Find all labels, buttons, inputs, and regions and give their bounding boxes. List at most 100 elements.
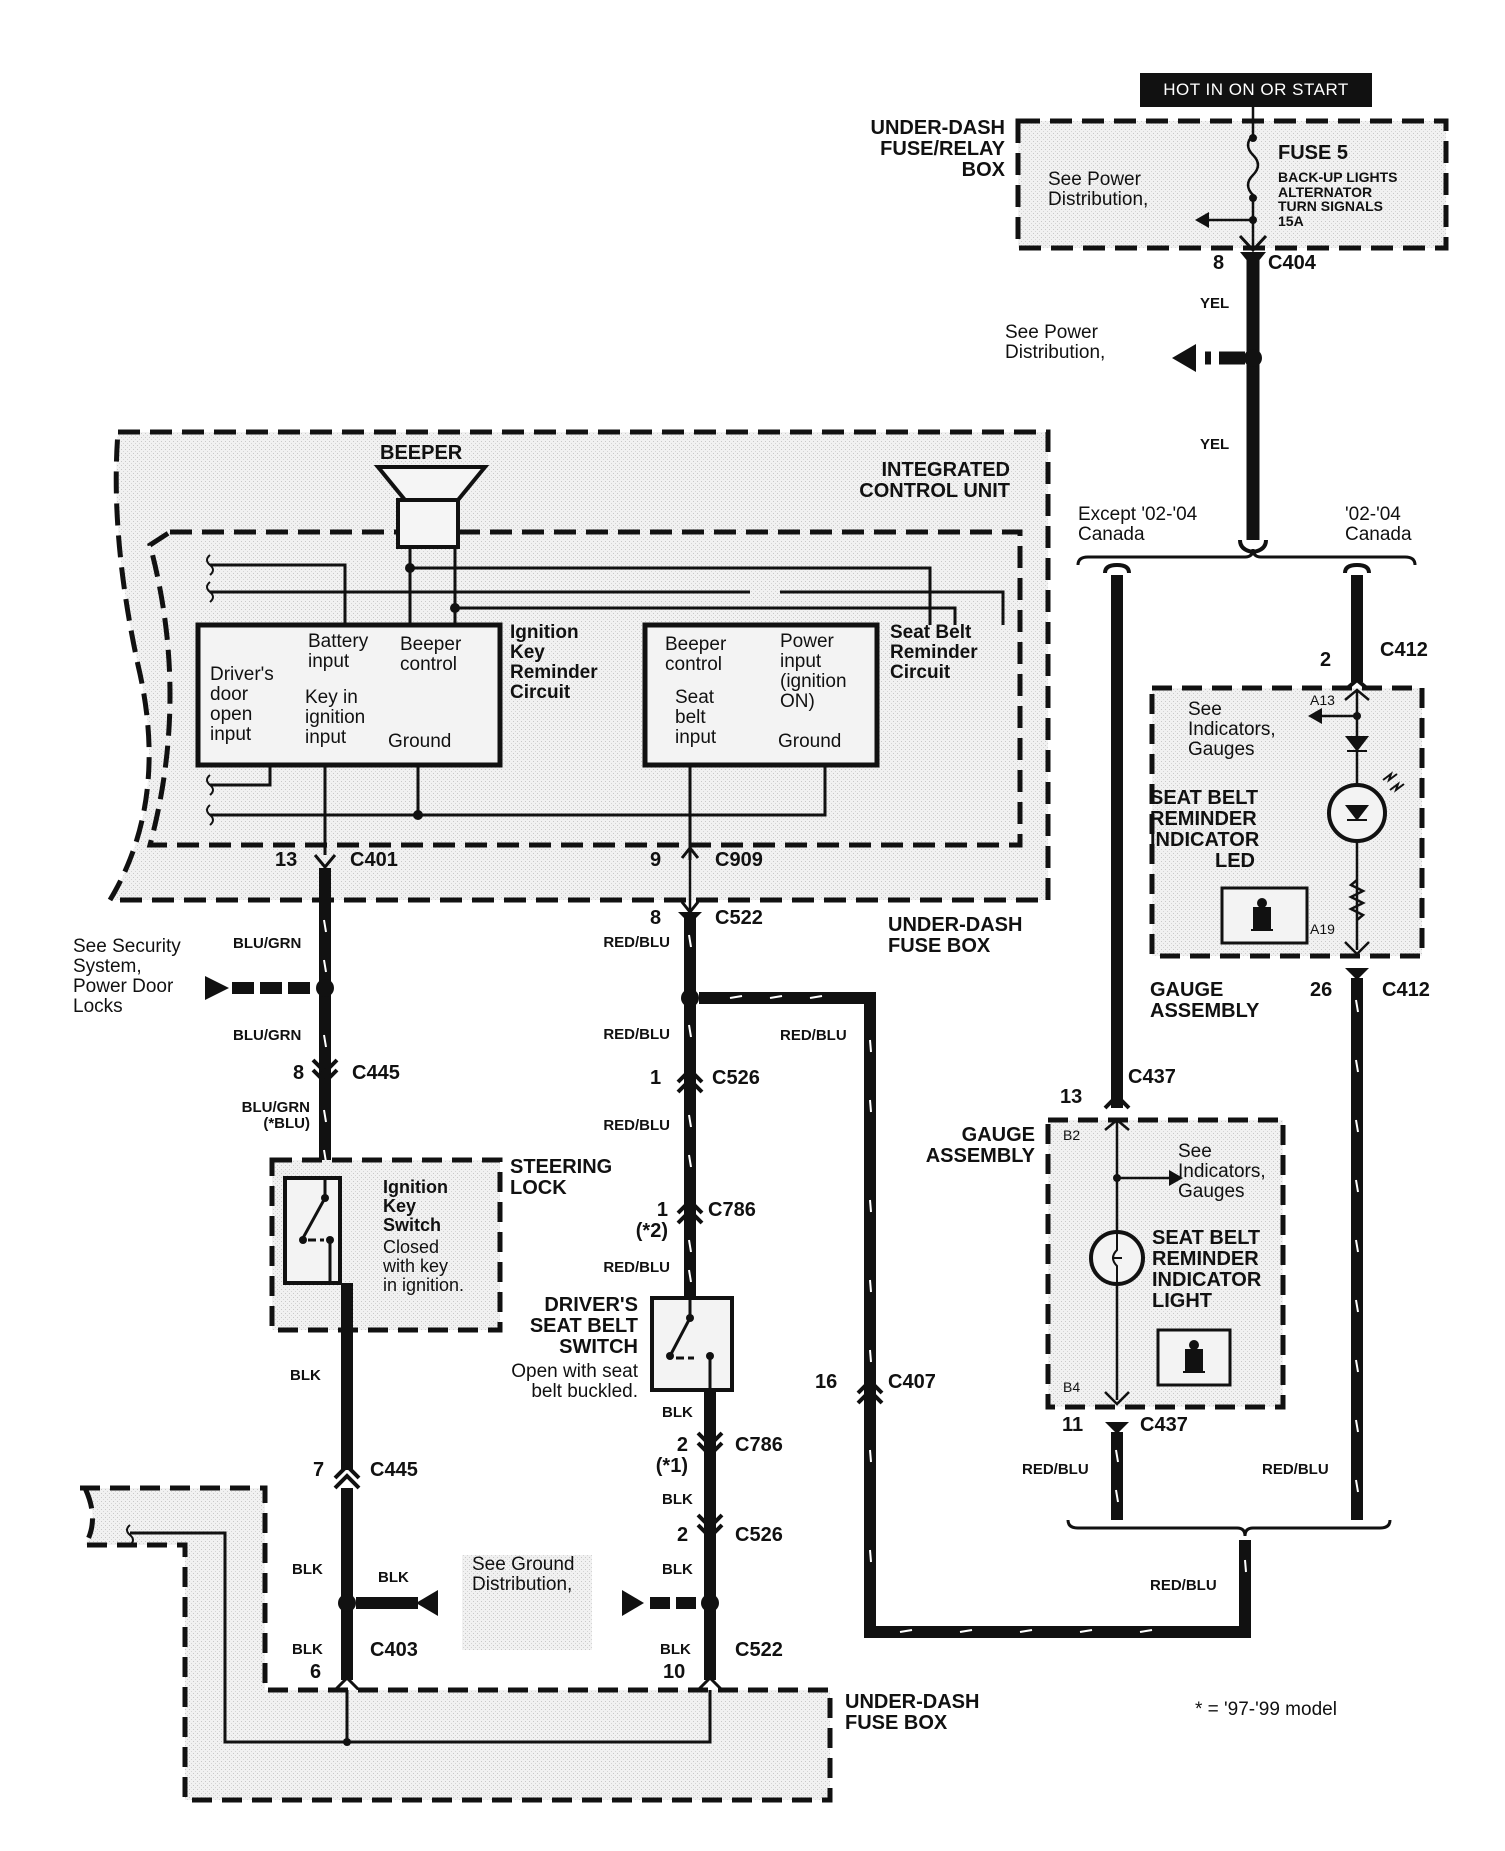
- wire-blk-label-4: BLK: [292, 1641, 323, 1658]
- c437-bot-pin: 11: [1062, 1414, 1084, 1436]
- arrow-left-icon: [1195, 212, 1209, 228]
- fuse-relay-box-label: UNDER-DASH FUSE/RELAY BOX: [870, 117, 1005, 181]
- see-power-distribution-1[interactable]: See Power Distribution,: [1048, 169, 1149, 210]
- beeper-label: BEEPER: [380, 442, 463, 464]
- c522-bot-name: C522: [735, 1639, 783, 1661]
- hot-in-on-or-start-label: HOT IN ON OR START: [1140, 73, 1372, 107]
- wire-red-blu-label-right-3: RED/BLU: [1150, 1577, 1217, 1594]
- seat-belt-switch-box: [650, 1296, 734, 1392]
- wire-red-blu-label-right-2: RED/BLU: [1262, 1461, 1329, 1478]
- c526-bot-pin: 2: [677, 1524, 689, 1546]
- wire-red-blu-label-2: RED/BLU: [603, 1026, 670, 1043]
- c445-top-name: C445: [352, 1062, 400, 1084]
- icu-title: INTEGRATED CONTROL UNIT: [859, 459, 1010, 502]
- seatbelt-warning-icon-led: [1220, 886, 1309, 945]
- branch-brace-bottom: [1066, 1519, 1392, 1537]
- c445-bot-pin: 7: [313, 1459, 325, 1481]
- gauge-assembly-label-1: GAUGE ASSEMBLY: [1150, 979, 1260, 1022]
- icu-inner-outline: [146, 529, 1023, 848]
- c786-top-name: C786: [708, 1199, 756, 1221]
- ign-label-ground: Ground: [388, 731, 452, 752]
- integrated-control-unit-outline: [105, 429, 1051, 903]
- seatbelt-warning-icon-light: [1156, 1328, 1232, 1387]
- ign-label-battery: Battery input: [308, 631, 369, 672]
- c786-top-pin: 1 (*2): [635, 1199, 668, 1242]
- steering-lock-label: STEERING LOCK: [510, 1156, 613, 1199]
- seat-belt-reminder-circuit-box: [642, 622, 880, 768]
- footnote: * = '97-'99 model: [1195, 1699, 1337, 1720]
- ign-label-key-in-ignition: Key in ignition input: [305, 687, 366, 748]
- c786-bot-pin: 2 (*1): [655, 1434, 688, 1477]
- branch-label-canada: '02-'04 Canada: [1345, 504, 1412, 545]
- c909-pin: 9: [650, 849, 662, 871]
- fuse-relay-box-outline: [1015, 118, 1449, 251]
- ignition-key-reminder-circuit-box: [195, 622, 503, 768]
- fuse-5-circuits: BACK-UP LIGHTS ALTERNATOR TURN SIGNALS 1…: [1278, 169, 1398, 230]
- c407-pin: 16: [815, 1371, 838, 1393]
- wire-blk-label-3: BLK: [378, 1569, 409, 1586]
- c437-top-pin: 13: [1060, 1086, 1083, 1108]
- ign-label-door: Driver's door open input: [210, 664, 274, 745]
- pin-b4: B4: [1063, 1379, 1081, 1395]
- c412-bot-pin: 26: [1310, 979, 1333, 1001]
- wire-blk-label-7: BLK: [662, 1561, 693, 1578]
- wire-yel-label-2: YEL: [1200, 436, 1230, 453]
- see-indicators-gauges-1[interactable]: See Indicators, Gauges: [1188, 699, 1276, 760]
- resistor-icon: [1348, 879, 1366, 921]
- seat-belt-reminder-title: Seat Belt Reminder Circuit: [890, 622, 978, 683]
- pin-a19: A19: [1310, 921, 1335, 937]
- wire-red-blu-label-4: RED/BLU: [603, 1259, 670, 1276]
- wire-red-blu-loop-label: RED/BLU: [780, 1027, 847, 1044]
- under-dash-fuse-box-label-1: UNDER-DASH FUSE BOX: [888, 914, 1023, 957]
- wire-blk-label-5: BLK: [662, 1404, 693, 1421]
- wire-yel-label-1: YEL: [1200, 295, 1230, 312]
- see-power-distribution-2[interactable]: See Power Distribution,: [1005, 322, 1106, 363]
- wire-blk-label-6: BLK: [662, 1491, 693, 1508]
- wire-blk-label-1: BLK: [290, 1367, 321, 1384]
- c522-top-pin: 8: [650, 907, 662, 929]
- pin-a13: A13: [1310, 692, 1335, 708]
- seat-belt-reminder-led-label: SEAT BELT REMINDER INDICATOR LED: [1150, 787, 1260, 872]
- ignition-key-reminder-title: Ignition Key Reminder Circuit: [510, 622, 598, 703]
- c403-pin: 6: [310, 1661, 322, 1683]
- wire-red-blu-label-1: RED/BLU: [603, 934, 670, 951]
- fuse-5-label: FUSE 5: [1278, 142, 1349, 164]
- c522-bot-pin: 10: [663, 1661, 686, 1683]
- fuse-5-symbol: [1246, 107, 1260, 248]
- c526-bot-name: C526: [735, 1524, 783, 1546]
- c522-top-name: C522: [715, 907, 763, 929]
- c403-name: C403: [370, 1639, 418, 1661]
- see-security-system[interactable]: See Security System, Power Door Locks: [73, 936, 181, 1017]
- gauge-assembly-label-2: GAUGE ASSEMBLY: [925, 1124, 1035, 1167]
- c437-bot-name: C437: [1140, 1414, 1188, 1436]
- wire-red-blu-label-3: RED/BLU: [603, 1117, 670, 1134]
- c437-top-name: C437: [1128, 1066, 1176, 1088]
- wire-blu-grn-label-2: BLU/GRN: [233, 1027, 302, 1044]
- c412-top-pin: 2: [1320, 649, 1332, 671]
- c401-name: C401: [350, 849, 398, 871]
- branch-brace-top: [1076, 548, 1417, 566]
- sb-label-seat-belt-input: Seat belt input: [675, 687, 717, 748]
- gauge-assembly-light-outline: [1045, 1117, 1286, 1410]
- ignition-key-switch-label: Ignition Key Switch: [383, 1177, 448, 1235]
- wire-blu-grn-label-3: BLU/GRN (*BLU): [241, 1099, 310, 1132]
- wire-blk-label-2: BLK: [292, 1561, 323, 1578]
- c412-top-name: C412: [1380, 639, 1428, 661]
- c404-name: C404: [1268, 252, 1316, 274]
- see-indicators-gauges-2[interactable]: See Indicators, Gauges: [1178, 1141, 1266, 1202]
- wire-red-blu-label-right-1: RED/BLU: [1022, 1461, 1089, 1478]
- c401-pin: 13: [275, 849, 298, 871]
- ignition-key-switch-desc: Closed with key in ignition.: [383, 1237, 465, 1295]
- diode-icon: [1344, 736, 1370, 752]
- c786-bot-name: C786: [735, 1434, 783, 1456]
- sb-label-power-input: Power input (ignition ON): [780, 631, 847, 712]
- see-ground-distribution[interactable]: See Ground Distribution,: [472, 1554, 575, 1595]
- c909-name: C909: [715, 849, 763, 871]
- c445-bot-name: C445: [370, 1459, 418, 1481]
- seat-belt-switch-label: DRIVER'S SEAT BELT SWITCH: [529, 1294, 638, 1358]
- c407-name: C407: [888, 1371, 936, 1393]
- branch-label-except-canada: Except '02-'04 Canada: [1078, 504, 1198, 545]
- pin-b2: B2: [1063, 1127, 1081, 1143]
- under-dash-fuse-box-label-2: UNDER-DASH FUSE BOX: [845, 1691, 980, 1734]
